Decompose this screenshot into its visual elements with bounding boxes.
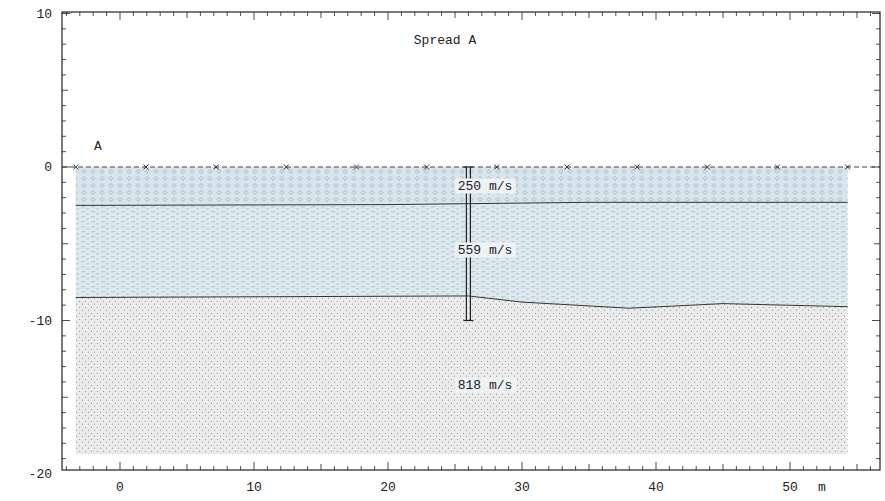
layer-boundary xyxy=(76,202,848,205)
axis-unit: m xyxy=(818,481,826,494)
velocity-label: 250 m/s xyxy=(455,179,516,194)
geophones xyxy=(73,165,850,170)
velocity-label: 559 m/s xyxy=(455,243,516,258)
y-tick-label: -20 xyxy=(29,468,52,481)
y-tick-label: -10 xyxy=(29,314,52,327)
x-tick-label: 0 xyxy=(116,481,124,494)
spread-end-label: A xyxy=(94,140,102,153)
datum-line xyxy=(62,167,880,168)
axis-ticks xyxy=(62,12,880,470)
y-tick-label: 0 xyxy=(44,161,52,174)
plot-title: Spread A xyxy=(414,34,476,47)
x-tick-label: 20 xyxy=(380,481,396,494)
layer-3 xyxy=(76,296,848,454)
section-layers xyxy=(76,167,848,454)
x-tick-label: 30 xyxy=(514,481,530,494)
x-tick-label: 10 xyxy=(246,481,262,494)
x-tick-label: 50 xyxy=(782,481,798,494)
plot-frame xyxy=(62,12,880,470)
layer-1 xyxy=(76,167,848,205)
layer-boundary xyxy=(76,296,848,308)
x-tick-label: 40 xyxy=(648,481,664,494)
y-tick-label: 10 xyxy=(36,7,52,20)
layer-2 xyxy=(76,202,848,308)
velocity-label: 818 m/s xyxy=(455,378,516,393)
